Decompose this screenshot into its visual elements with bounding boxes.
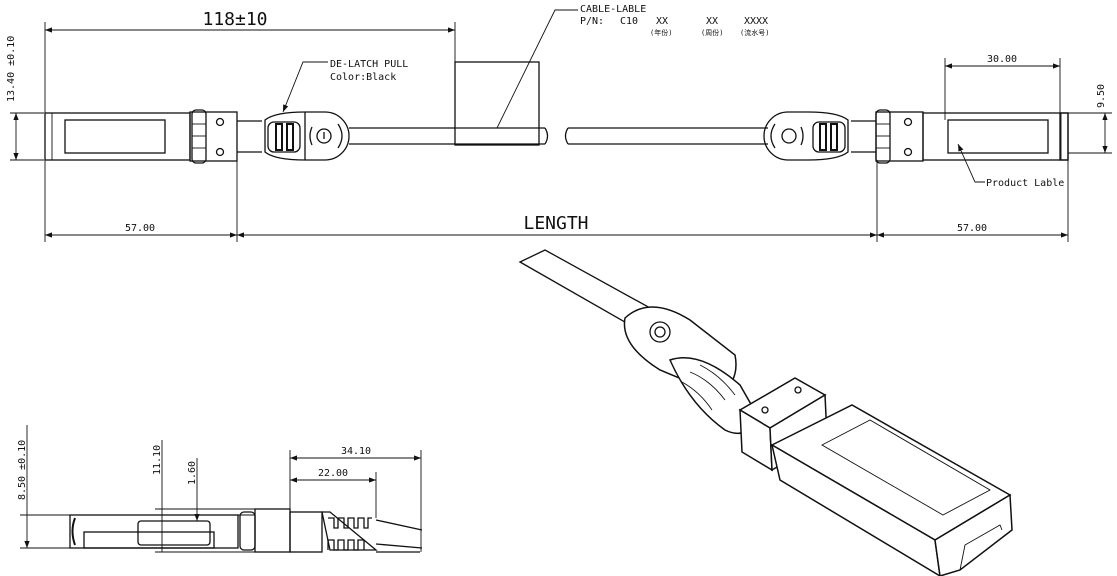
screw-icon	[215, 147, 225, 157]
cable-label-week-note: (周份)	[701, 28, 723, 37]
product-label: Product Lable	[986, 178, 1064, 189]
cable-label-year-field: XX	[656, 16, 668, 27]
cable	[349, 127, 768, 145]
height-dimension: 13.40 ±0.10	[6, 36, 17, 102]
delatch-color: Color:Black	[330, 72, 396, 83]
length-label: LENGTH	[523, 213, 588, 234]
side-height-dimension: 8.50 ±0.10	[17, 440, 28, 500]
cable-label-serial-note: (流水号)	[740, 28, 769, 37]
cable-label-pn: P/N:	[580, 16, 604, 27]
isometric-view	[518, 249, 1013, 576]
width-dimension: 30.00	[987, 54, 1017, 65]
right-length-dimension: 57.00	[957, 223, 987, 234]
cable-label-code: C10	[620, 16, 638, 27]
cable-label-title: CABLE-LABLE	[580, 4, 646, 15]
screw-icon	[215, 117, 225, 127]
dimension-22-00: 22.00	[318, 468, 348, 479]
cable-label-serial-field: XXXX	[744, 16, 768, 27]
cable-label-year-note: (年份)	[650, 28, 672, 37]
delatch-pull	[264, 111, 350, 161]
dimension-11-10: 11.10	[152, 445, 163, 475]
left-connector	[44, 109, 350, 164]
delatch-label: DE-LATCH PULL	[330, 59, 408, 70]
left-length-dimension: 57.00	[125, 223, 155, 234]
side-dimension: 9.50	[1096, 84, 1107, 108]
cable-label-box	[454, 61, 540, 146]
cable-label-week-field: XX	[706, 16, 718, 27]
overall-dimension: 118±10	[202, 9, 267, 30]
dimension-34-10: 34.10	[341, 446, 371, 457]
top-view: 118±10 13.40 ±0.10	[6, 4, 1112, 242]
dimension-1-60: 1.60	[187, 461, 198, 485]
side-view: 8.50 ±0.10 11.10 1.60 34.10 22.00	[17, 425, 423, 553]
right-connector	[763, 109, 1069, 164]
